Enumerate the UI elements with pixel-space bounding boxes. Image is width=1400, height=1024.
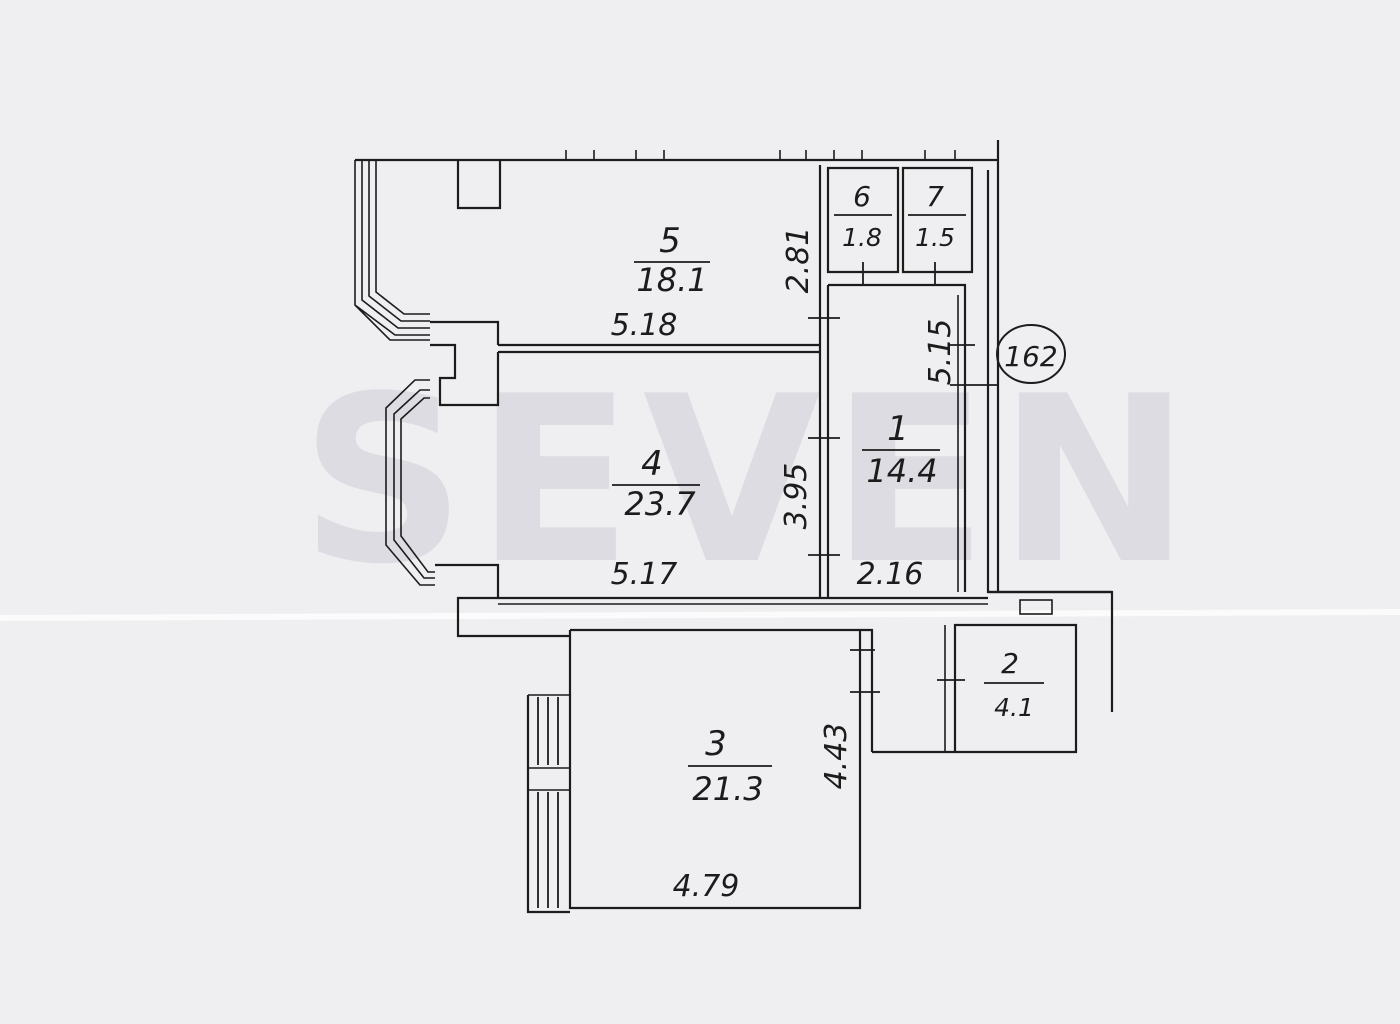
svg-text:4: 4 — [641, 444, 663, 484]
room-1-label: 1 14.4 — [862, 409, 940, 490]
paper-fold — [0, 609, 1400, 621]
dim-room3-width: 4.79 — [673, 869, 740, 904]
walls — [354, 140, 1114, 914]
dim-hall-length: 5.15 — [923, 319, 958, 386]
svg-text:5: 5 — [659, 221, 681, 261]
svg-text:18.1: 18.1 — [636, 261, 707, 299]
room-2-label: 2 4.1 — [984, 647, 1044, 722]
svg-text:4.1: 4.1 — [994, 693, 1034, 722]
room-4-label: 4 23.7 — [612, 444, 700, 523]
room-5-label: 5 18.1 — [634, 221, 710, 299]
svg-text:6: 6 — [853, 180, 871, 213]
dim-room4-width: 5.17 — [611, 557, 678, 592]
svg-text:1.8: 1.8 — [842, 223, 882, 252]
dim-room5-width: 5.18 — [611, 308, 678, 343]
dimension-ticks — [808, 262, 998, 693]
svg-text:1.5: 1.5 — [915, 223, 955, 252]
svg-text:23.7: 23.7 — [624, 485, 696, 523]
watermark: SEVEN — [300, 348, 1200, 615]
room-3-label: 3 21.3 — [688, 724, 772, 808]
building-number-badge: 162 — [996, 324, 1066, 384]
room-6-label: 6 1.8 — [834, 180, 892, 252]
svg-text:2: 2 — [1001, 647, 1019, 680]
svg-text:162: 162 — [1004, 340, 1057, 373]
svg-text:21.3: 21.3 — [692, 770, 763, 808]
dim-hall-width: 2.16 — [857, 557, 924, 592]
dim-room4-depth: 3.95 — [779, 463, 814, 530]
dim-room5-depth: 2.81 — [781, 227, 816, 294]
svg-text:1: 1 — [887, 409, 909, 449]
svg-text:14.4: 14.4 — [866, 452, 937, 490]
room-7-label: 7 1.5 — [908, 180, 966, 252]
svg-text:3: 3 — [705, 724, 727, 764]
dim-room3-depth: 4.43 — [819, 723, 854, 790]
svg-text:7: 7 — [926, 180, 944, 213]
